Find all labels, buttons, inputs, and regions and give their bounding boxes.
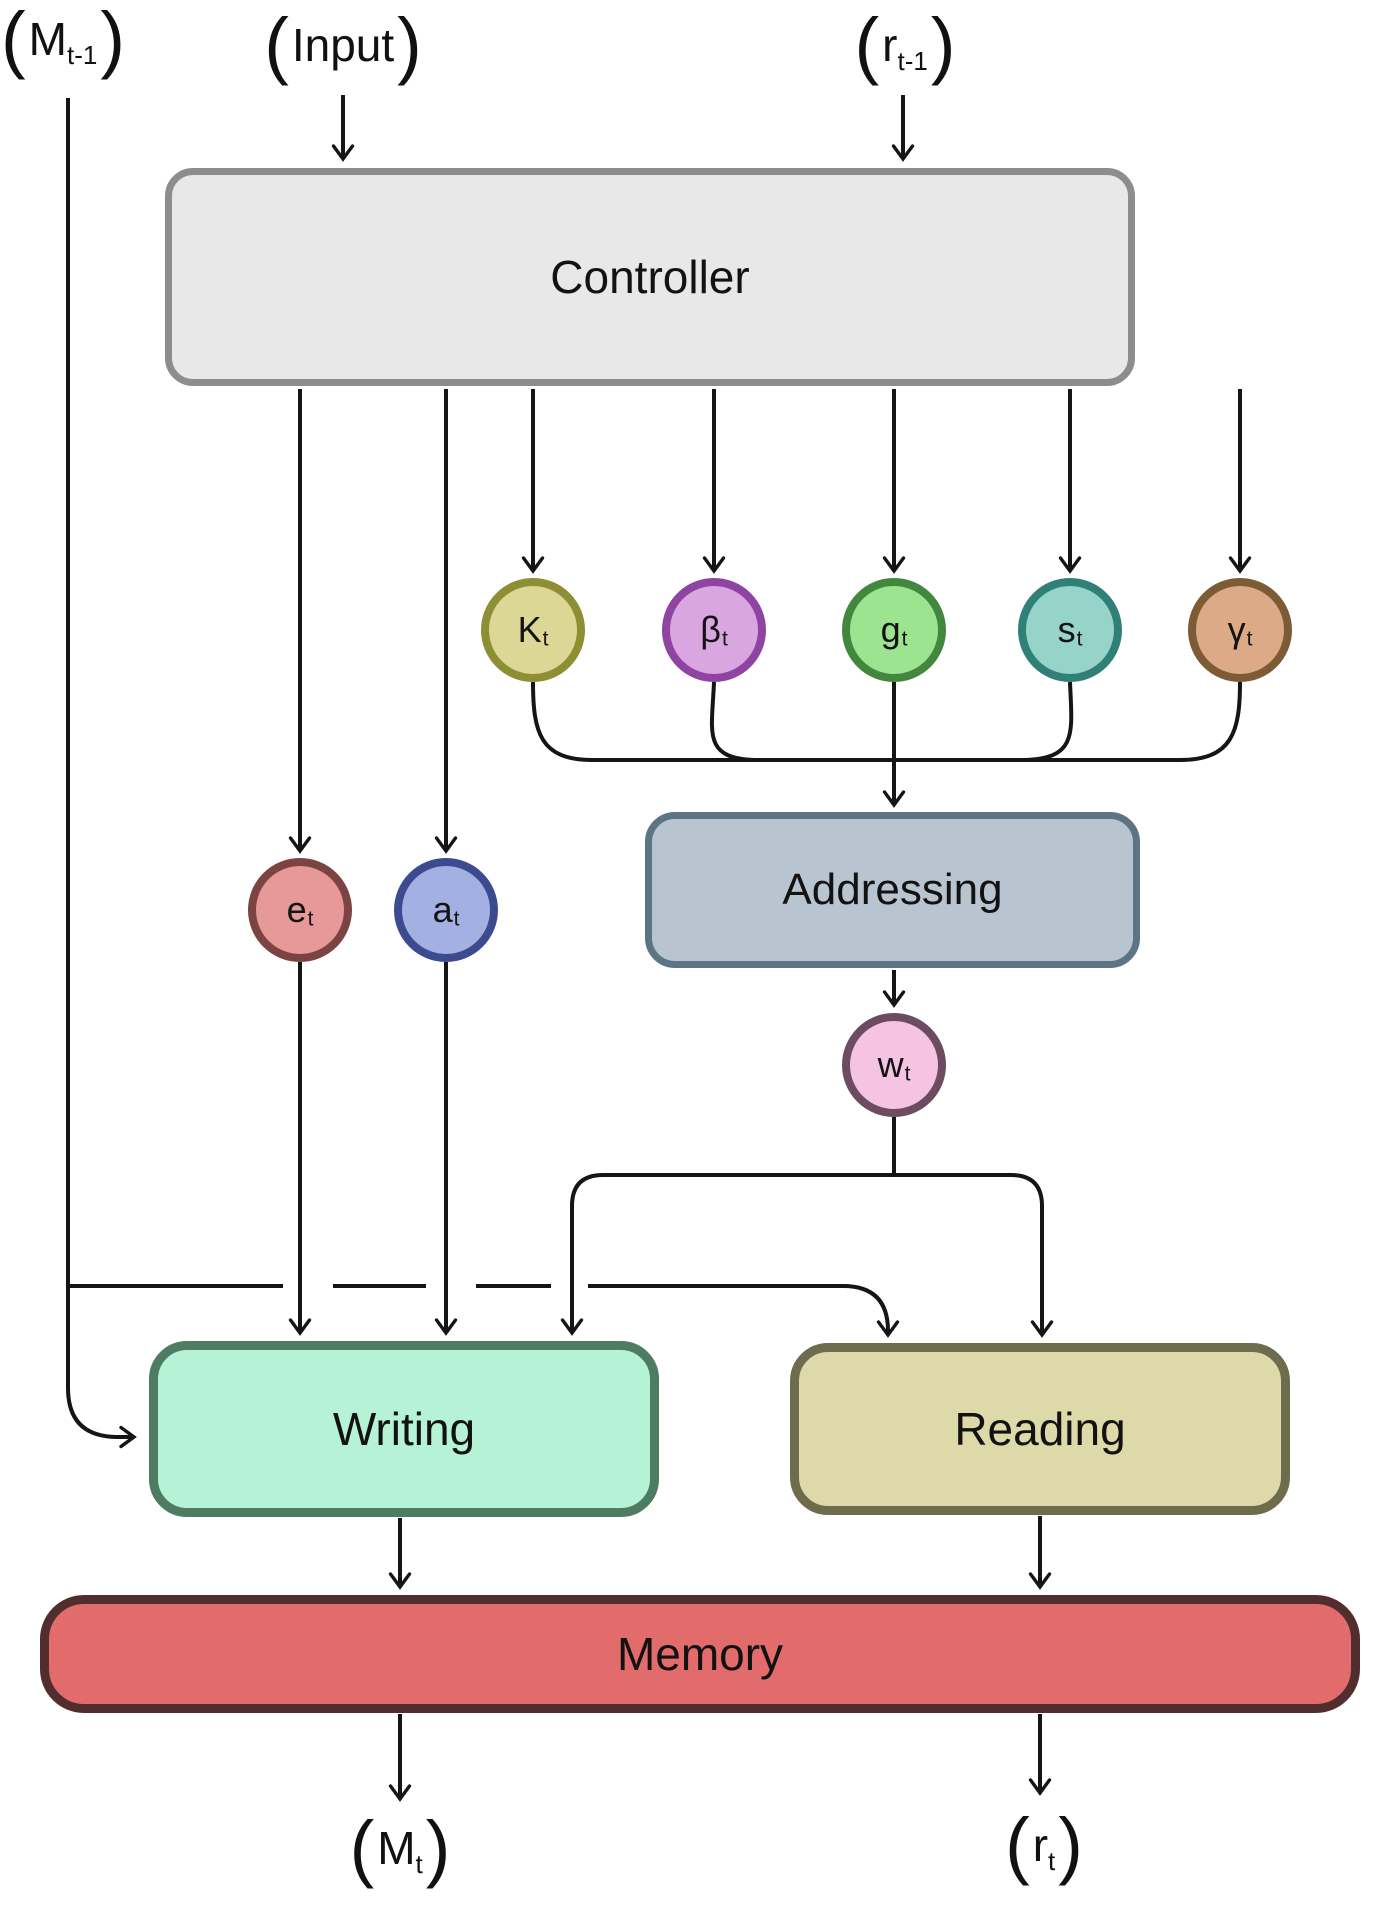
read-prev-symbol: r xyxy=(882,19,898,72)
paren-close: ) xyxy=(100,0,125,80)
gamma-symbol: γ xyxy=(1227,609,1246,650)
paren-close: ) xyxy=(425,1806,451,1889)
shift-subscript: t xyxy=(1076,627,1083,651)
arrow-weight-to-writing xyxy=(560,1173,894,1336)
paren-close: ) xyxy=(397,3,422,86)
memory-block: Memory xyxy=(40,1595,1360,1713)
addressing-label: Addressing xyxy=(782,865,1003,914)
weight-symbol: w xyxy=(877,1044,904,1085)
paren-open: ( xyxy=(1005,1803,1030,1886)
writing-label: Writing xyxy=(332,1403,476,1455)
reading-label: Reading xyxy=(954,1403,1126,1455)
paren-open: ( xyxy=(349,1806,375,1889)
memory-prev-symbol: M xyxy=(28,13,67,66)
paren-close: ) xyxy=(1058,1803,1083,1886)
beta-strength-node: β t xyxy=(662,578,766,682)
gamma-subscript: t xyxy=(1246,627,1253,651)
arrow-weight-to-reading xyxy=(894,1173,1054,1338)
input-text: Input xyxy=(291,19,395,72)
add-symbol: a xyxy=(432,889,453,930)
writing-block: Writing xyxy=(149,1341,659,1517)
key-vector-node: K t xyxy=(481,578,585,682)
shift-node: s t xyxy=(1018,578,1122,682)
curve-key-to-bus xyxy=(531,681,593,762)
read-prev-subscript: t-1 xyxy=(897,45,928,76)
curve-beta-to-bus xyxy=(709,681,755,762)
weight-subscript: t xyxy=(904,1062,911,1086)
curve-shift-to-bus xyxy=(1025,681,1074,762)
weight-vector-node: w t xyxy=(842,1013,946,1117)
memory-prev-subscript: t-1 xyxy=(66,39,98,70)
erase-symbol: e xyxy=(286,889,307,930)
shift-symbol: s xyxy=(1057,609,1076,650)
beta-subscript: t xyxy=(721,627,728,651)
read-next-symbol: r xyxy=(1032,1819,1049,1872)
gate-subscript: t xyxy=(901,627,908,651)
paren-close: ) xyxy=(930,3,956,86)
add-subscript: t xyxy=(453,907,460,931)
key-symbol: K xyxy=(517,609,542,650)
erase-subscript: t xyxy=(307,907,314,931)
erase-vector-node: e t xyxy=(248,858,352,962)
key-subscript: t xyxy=(542,627,549,651)
curve-gamma-to-bus xyxy=(1179,681,1242,762)
addressing-block: Addressing xyxy=(645,812,1140,968)
gate-symbol: g xyxy=(880,609,901,650)
read-next-subscript: t xyxy=(1048,1845,1056,1876)
memory-label: Memory xyxy=(616,1628,784,1680)
arrow-memoryprev-to-writing xyxy=(66,98,137,1449)
beta-symbol: β xyxy=(700,609,721,650)
input-label: (Input) xyxy=(261,3,425,86)
arrow-memoryprev-to-reading xyxy=(588,1284,900,1338)
add-vector-node: a t xyxy=(394,858,498,962)
reading-block: Reading xyxy=(790,1343,1290,1515)
paren-open: ( xyxy=(1,0,26,80)
controller-label: Controller xyxy=(550,251,750,303)
memory-next-symbol: M xyxy=(377,1822,416,1875)
controller-block: Controller xyxy=(165,168,1135,386)
memory-next-subscript: t xyxy=(415,1848,423,1879)
paren-open: ( xyxy=(264,3,289,86)
gate-node: g t xyxy=(842,578,946,682)
paren-open: ( xyxy=(854,3,880,86)
gamma-sharpen-node: γ t xyxy=(1188,578,1292,682)
